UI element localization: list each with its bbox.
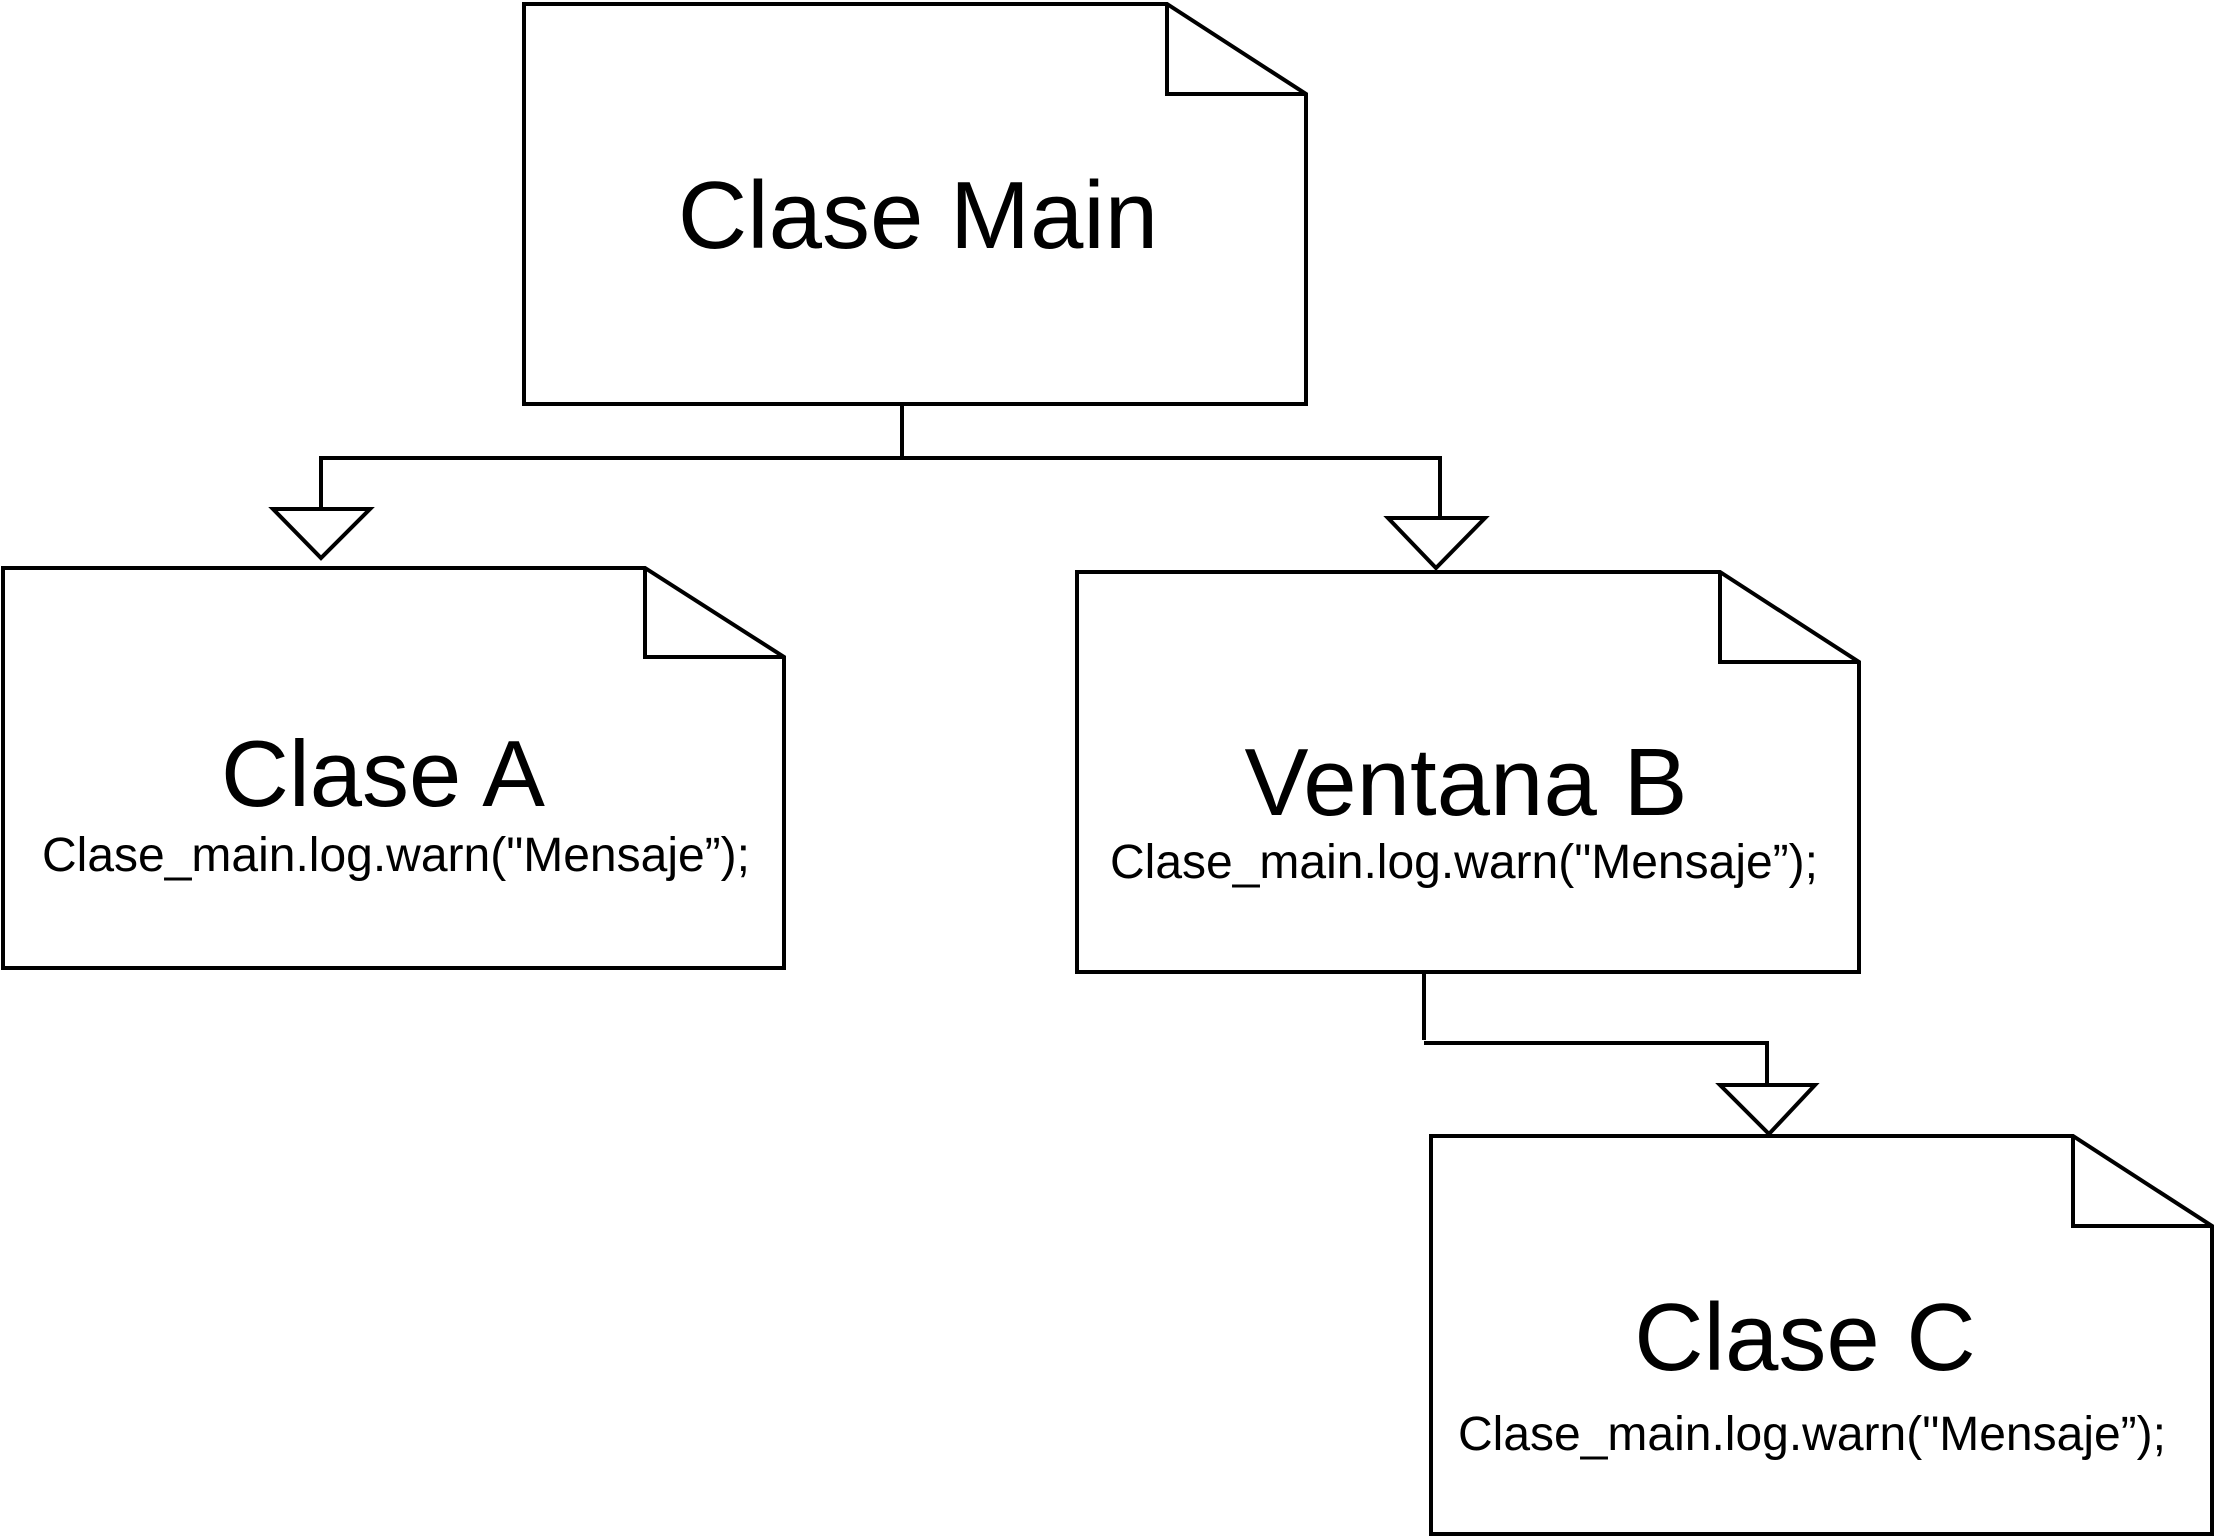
note-box-main: [522, 2, 1308, 406]
node-title-c: Clase C: [1634, 1284, 1975, 1391]
edge-b-to-c-branch: [1424, 1041, 1769, 1085]
note-box-a: [1, 566, 786, 970]
note-box-b: [1075, 570, 1861, 974]
note-fold-c: [2071, 1136, 2212, 1228]
arrowhead-to-b: [1383, 516, 1490, 571]
arrowhead-to-c: [1715, 1083, 1820, 1137]
edge-main-to-a: [319, 404, 904, 509]
arrowhead-to-a: [268, 507, 375, 561]
connectors: [268, 404, 1820, 1137]
node-clase-main: Clase Main: [522, 2, 1308, 406]
node-code-c: Clase_main.log.warn("Mensaje”);: [1458, 1408, 2166, 1461]
node-code-a: Clase_main.log.warn("Mensaje”);: [42, 829, 750, 882]
node-code-b: Clase_main.log.warn("Mensaje”);: [1110, 836, 1818, 889]
node-title-a: Clase A: [221, 721, 545, 826]
node-title-main: Clase Main: [678, 162, 1158, 269]
edge-main-to-b: [902, 456, 1442, 518]
note-box-c: [1429, 1134, 2214, 1536]
note-fold-b: [1718, 572, 1859, 664]
node-ventana-b: Ventana B Clase_main.log.warn("Mensaje”)…: [1075, 570, 1861, 974]
node-clase-c: Clase C Clase_main.log.warn("Mensaje”);: [1429, 1134, 2214, 1536]
note-fold-main: [1165, 4, 1306, 96]
node-title-b: Ventana B: [1244, 729, 1687, 836]
note-fold-a: [643, 568, 784, 659]
node-clase-a: Clase A Clase_main.log.warn("Mensaje”);: [1, 566, 786, 970]
